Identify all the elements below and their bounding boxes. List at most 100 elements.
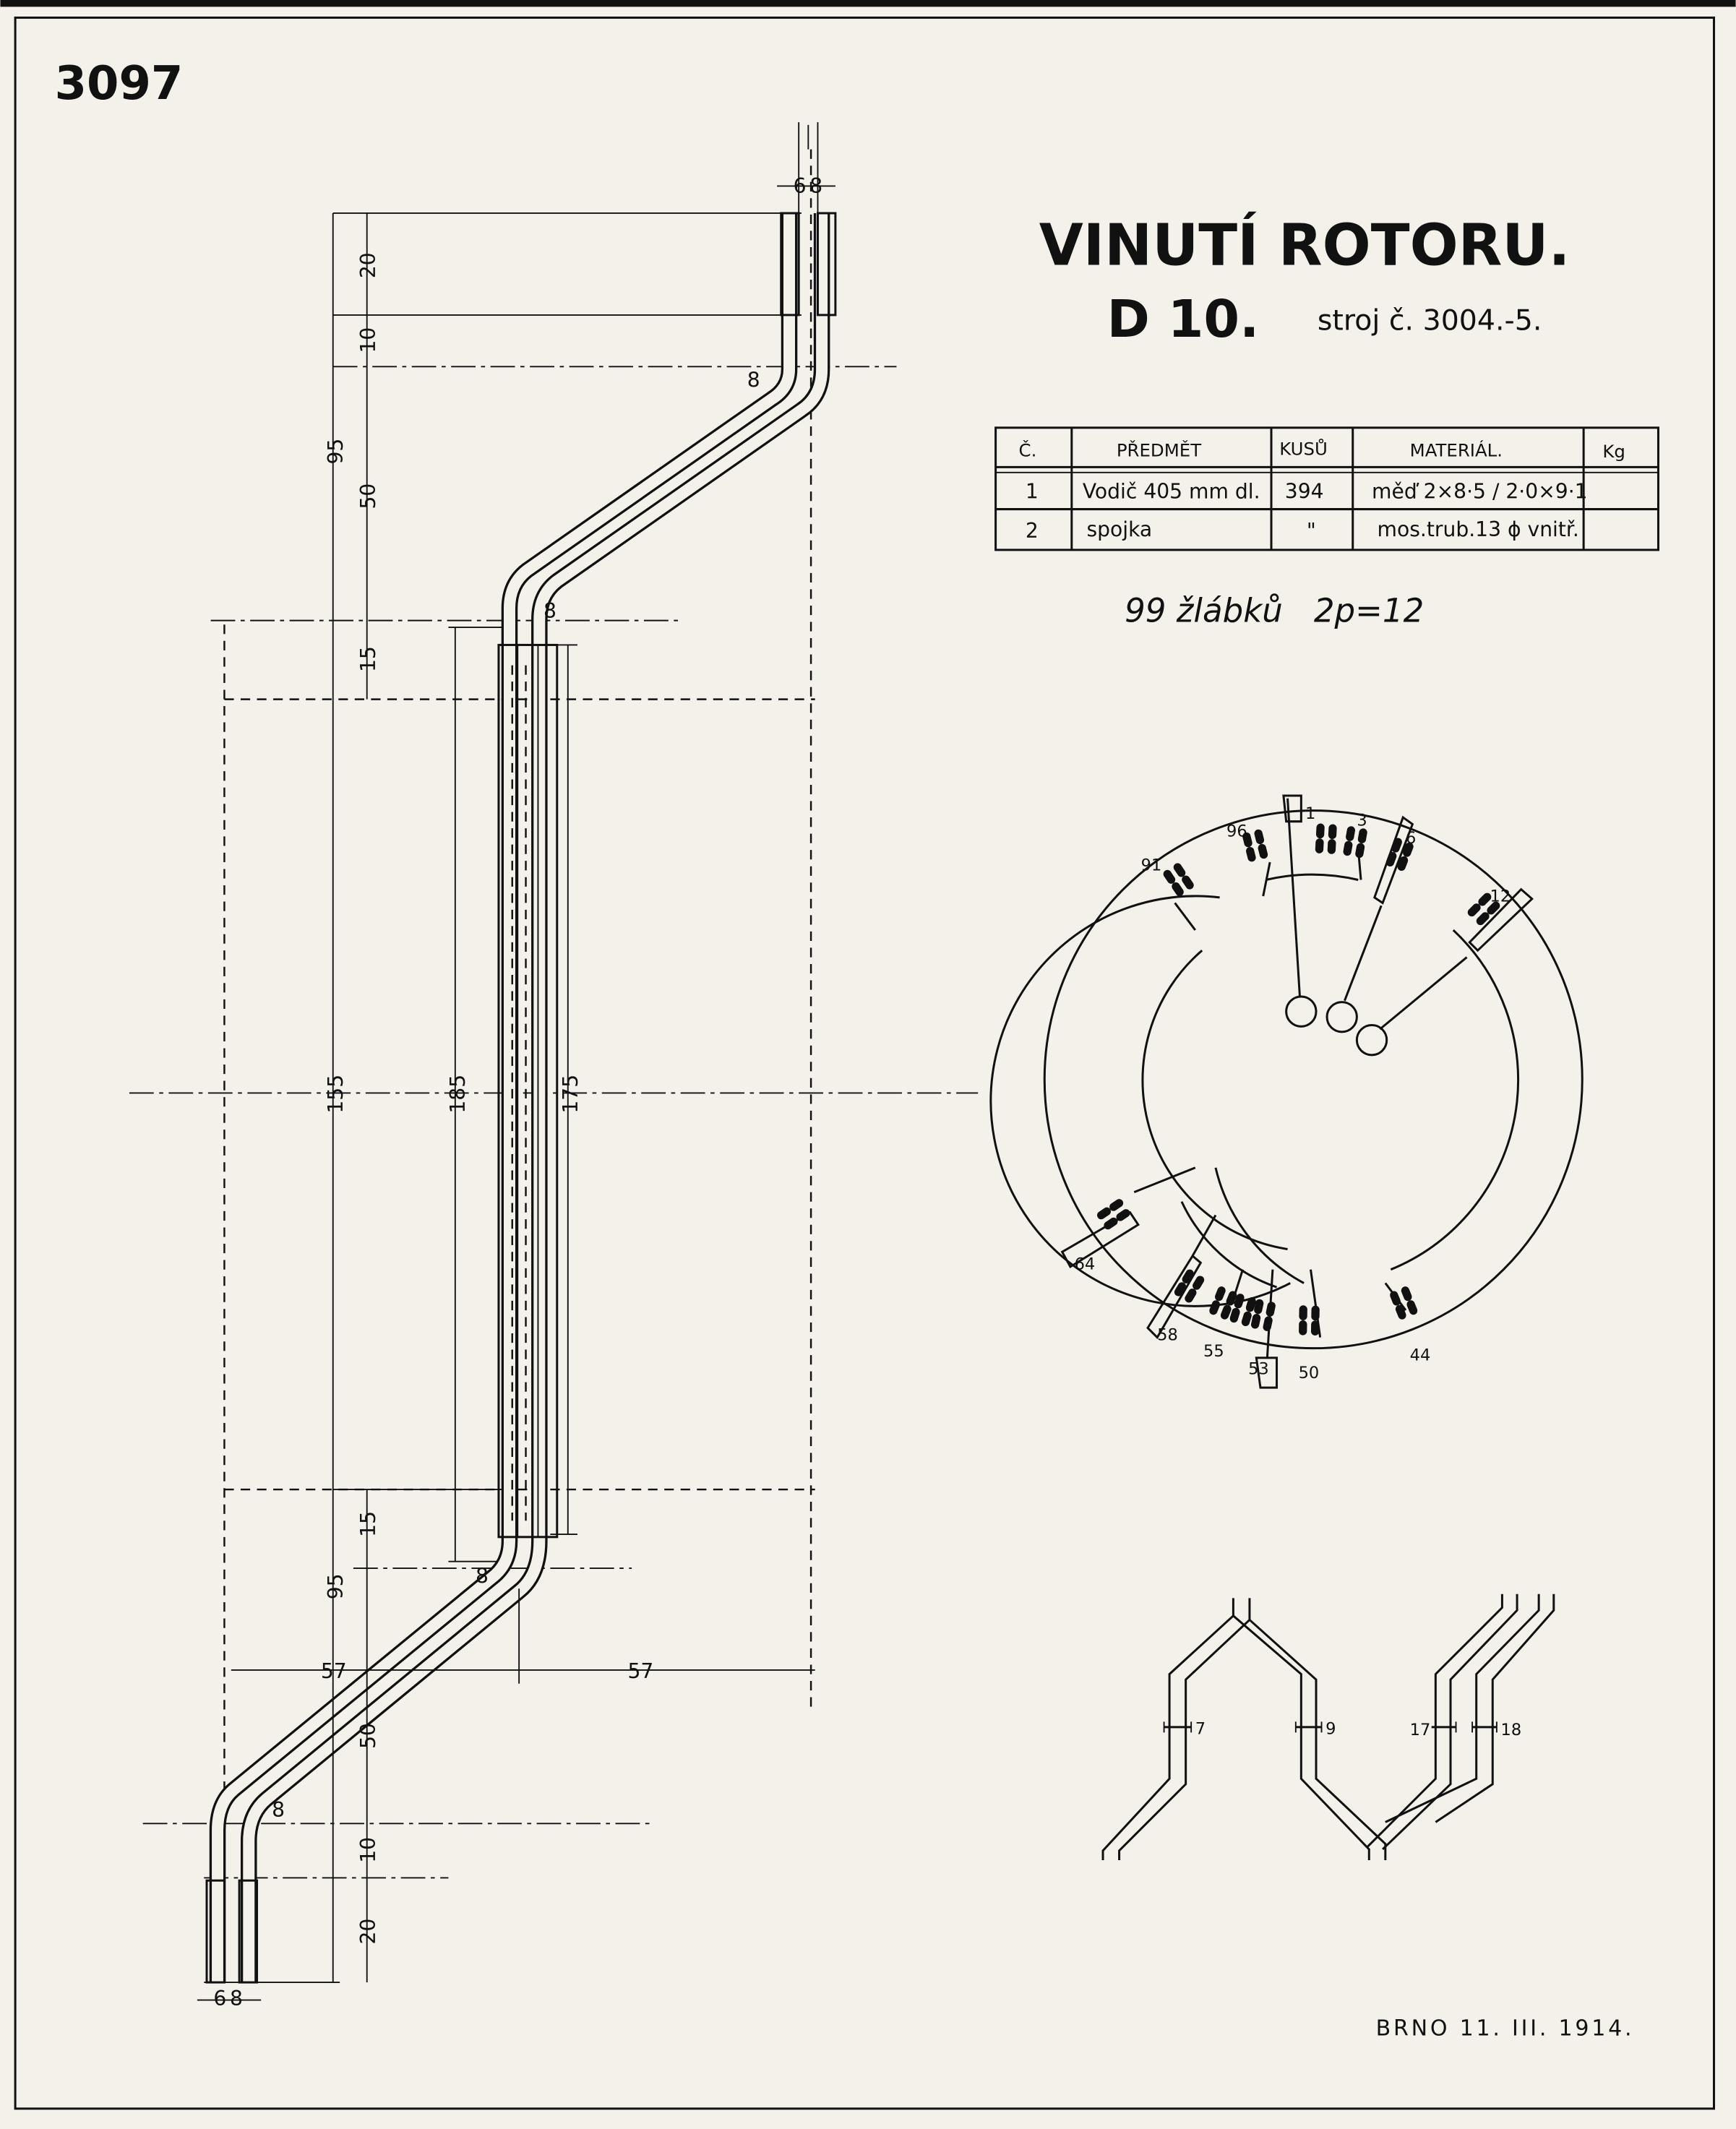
dim-bend-radius-3: 8 [476,1565,489,1588]
table-row: 1 Vodič 405 mm dl. 394 měď 2×8·5 / 2·0×9… [1026,480,1588,504]
slot-conductor-mark [1401,1286,1412,1302]
slot-conductor-mark [1315,838,1324,853]
slot-conductor-mark [1116,1209,1130,1221]
dimension-labels: 6 8 6 8 20 10 50 15 95 155 185 175 15 50… [213,174,822,2010]
slot-conductor-mark [1299,1305,1307,1320]
dim-bottom-10: 10 [356,1837,380,1863]
sheet-border [14,16,1716,2110]
slot-conductor-mark [1395,1304,1406,1320]
dim-bend-radius-2: 8 [543,599,557,623]
slot-conductor-mark [1343,840,1353,856]
slot-conductor-mark [1172,882,1184,896]
slot-conductor-mark [1397,856,1409,871]
dim-bottom-width-8: 8 [230,1987,243,2010]
bottom-connector-2 [238,1879,259,1984]
slot-label-96: 96 [1226,822,1247,840]
slot-conductor-mark [1163,869,1176,884]
slot-conductor-mark [1299,1320,1307,1336]
dim-top-20: 20 [356,252,380,278]
table-cell: 1 [1026,480,1039,504]
slot-conductor-mark [1478,893,1492,906]
slot-conductor-mark [1182,875,1194,890]
slot-conductor-mark [1229,1307,1240,1323]
slot-conductor-mark [1266,1302,1276,1317]
slot-conductor-mark [1390,1291,1401,1306]
dim-top-total-95: 95 [324,439,348,465]
slot-label-64: 64 [1075,1255,1096,1274]
table-header-quantity: KUSŮ [1279,437,1328,459]
drawing-number: 3097 [55,57,184,111]
slot-conductor-mark [1193,1276,1205,1290]
table-header-number: Č. [1019,439,1037,460]
wave-label-7: 7 [1195,1719,1206,1738]
table-cell: Vodič 405 mm dl. [1083,480,1260,504]
slot-label-1: 1 [1305,804,1315,823]
slot-conductor-mark [1234,1294,1245,1309]
slot-conductor-mark [1467,903,1481,917]
slot-label-55: 55 [1203,1342,1224,1361]
slot-conductor-mark [1403,842,1414,857]
sheet-top-band [0,0,1736,7]
slot-conductor-mark [1487,901,1500,915]
table-header-weight: Kg [1602,441,1625,462]
dim-top-10: 10 [356,327,380,353]
rotor-outer-circle [1043,809,1584,1350]
slot-conductor-mark [1242,832,1252,848]
dim-half-width-right: 57 [627,1659,653,1683]
slot-conductor-mark [1214,1286,1226,1302]
slot-conductor-mark [1097,1207,1112,1220]
slot-conductors [1097,823,1500,1336]
wave-label-18: 18 [1501,1721,1522,1739]
slot-label-50: 50 [1299,1364,1320,1382]
dim-sleeve-175: 175 [559,1075,583,1114]
slot-conductor-mark [1182,1269,1194,1283]
winding-note: 99 žlábků 2p=12 [1125,592,1424,630]
slot-conductor-mark [1258,843,1268,859]
dim-top-width-6: 6 [794,174,807,198]
slot-conductor-mark [1391,838,1402,853]
terminal-ring-1 [1285,995,1318,1028]
dim-bottom-15: 15 [356,1511,380,1537]
top-connector-2 [816,212,837,317]
slot-conductor-mark [1310,1320,1320,1336]
slot-conductor-mark [1315,823,1325,839]
slot-conductor-mark [1109,1199,1124,1211]
top-connector-1 [780,212,800,317]
slot-label-91: 91 [1141,856,1162,874]
slot-conductor-mark [1328,824,1337,840]
slot-conductor-mark [1254,1299,1264,1315]
dim-bottom-total-95: 95 [324,1573,348,1599]
slot-conductor-mark [1246,846,1256,862]
table-cell: 2 [1026,519,1039,543]
slot-conductor-mark [1327,839,1336,854]
wave-winding-sketch: 7 9 17 18 [1101,1593,1555,1860]
slot-label-58: 58 [1157,1325,1178,1344]
slot-conductor-mark [1241,1311,1252,1327]
slot-conductor-mark [1355,843,1365,859]
table-header-item: PŘEDMĚT [1117,439,1201,460]
dim-bottom-width-6: 6 [213,1987,226,2010]
table-cell: spojka [1086,517,1152,541]
slot-conductor-mark [1311,1305,1320,1321]
slot-conductor-mark [1226,1291,1237,1306]
dim-bend-radius-4: 8 [272,1798,285,1822]
dim-half-width-left: 57 [321,1659,347,1683]
slot-conductor-mark [1346,826,1355,841]
drawing-subtitle: D 10. [1107,289,1260,349]
dim-bend-radius-1: 8 [747,368,760,392]
slot-label-44: 44 [1410,1346,1431,1365]
conductor-side-view [129,122,979,2001]
slot-conductor-mark [1385,851,1397,866]
slot-conductor-mark [1174,1282,1186,1296]
dim-top-width-8: 8 [809,174,822,198]
drawing-title: VINUTÍ ROTORU. [1039,212,1570,278]
table-cell: 394 [1285,480,1324,504]
slot-conductor-mark [1406,1300,1418,1315]
winding-circle-diagram: 1 3 6 12 96 91 64 58 55 53 50 44 [989,794,1584,1389]
slot-conductor-mark [1209,1300,1221,1315]
slot-conductor-mark [1173,863,1186,877]
wave-label-9: 9 [1325,1719,1336,1738]
parts-table: Č. PŘEDMĚT KUSŮ MATERIÁL. Kg 1 Vodič 405… [994,426,1659,551]
dim-bottom-50: 50 [356,1723,380,1749]
